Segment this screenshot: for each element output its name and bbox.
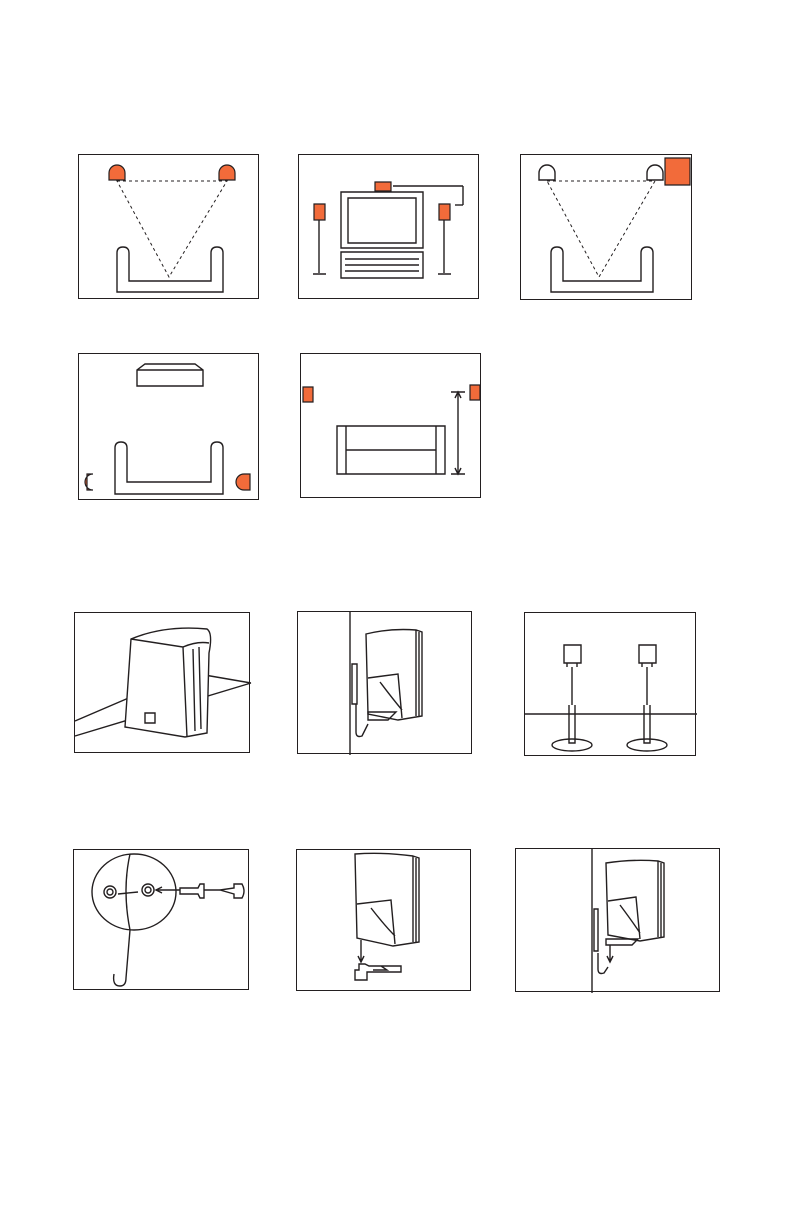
figure-speaker-wall-hook-mount (515, 848, 720, 992)
tv-icon (341, 192, 423, 248)
down-arrow-icon (358, 940, 364, 962)
sofa-icon (551, 247, 653, 292)
left-front-speaker-icon (109, 165, 125, 180)
center-speaker-icon (375, 182, 391, 191)
hook-icon (598, 953, 608, 974)
right-speaker-outline-icon (647, 165, 663, 180)
screw-1-icon (180, 884, 204, 898)
down-arrow-icon (607, 945, 613, 962)
height-dimension-line (393, 186, 463, 205)
screw-2-icon (220, 884, 244, 898)
right-side-speaker-icon (470, 385, 480, 400)
figure-bracket-screw-assembly (73, 849, 249, 990)
wall-plate-icon (352, 664, 357, 704)
left-stand-speaker-icon (564, 645, 581, 663)
bracket-icon (355, 964, 401, 980)
center-speaker-block-icon (665, 158, 690, 185)
height-dimension-line (451, 392, 465, 474)
figure-speaker-on-wall-bracket (297, 611, 472, 754)
wall-plate-icon (594, 909, 598, 951)
left-rear-speaker-icon (85, 474, 93, 490)
left-speaker-outline-icon (539, 165, 555, 180)
left-speaker-on-stand-icon (314, 204, 325, 220)
tv-cabinet-icon (137, 364, 203, 386)
speaker-side-icon (355, 853, 419, 946)
right-rear-speaker-icon (236, 474, 250, 490)
figure-speakers-on-floor-stands (524, 612, 696, 756)
figure-speaker-bracket-attach (296, 849, 471, 991)
right-stand-speaker-icon (639, 645, 656, 663)
left-stand-base-icon (552, 739, 592, 751)
right-stand-base-icon (627, 739, 667, 751)
right-front-speaker-icon (219, 165, 235, 180)
figure-center-speaker-triangle (520, 154, 692, 300)
figure-speaker-on-shelf (74, 612, 250, 753)
left-side-speaker-icon (303, 387, 313, 402)
figure-rear-speakers-side-wall (300, 353, 481, 498)
figure-rear-speakers-behind (78, 353, 259, 500)
sofa-icon (115, 442, 223, 494)
figure-front-speakers-triangle (78, 154, 259, 299)
sofa-icon (117, 247, 223, 292)
right-speaker-on-stand-icon (439, 204, 450, 220)
hook-icon (114, 930, 130, 986)
figure-front-speakers-beside-tv (298, 154, 479, 299)
